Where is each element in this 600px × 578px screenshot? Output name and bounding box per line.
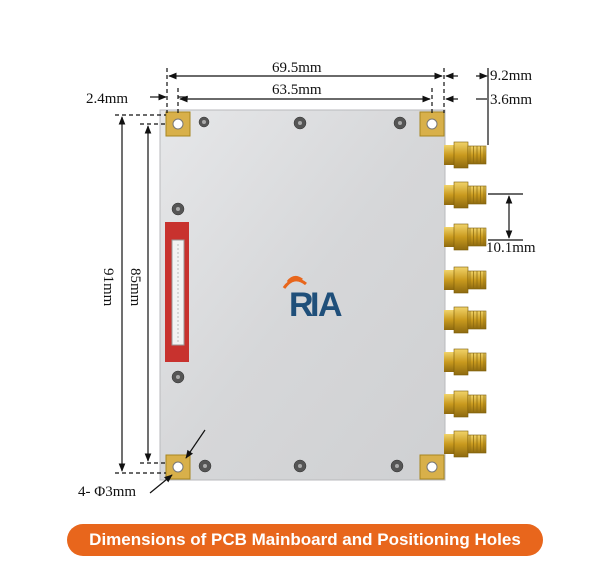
sma-connector <box>444 266 487 294</box>
dim-hole-diameter: 4- Φ3mm <box>78 484 136 500</box>
pcb-board <box>159 109 446 481</box>
dim-connector-offset: 3.6mm <box>490 92 532 108</box>
svg-text:I: I <box>310 286 319 324</box>
dim-connector-protrusion: 9.2mm <box>490 68 532 84</box>
dim-hole-spacing-width: 63.5mm <box>272 82 322 98</box>
sma-connector <box>444 306 487 334</box>
sma-connectors <box>444 141 487 458</box>
dim-hole-spacing-height: 85mm <box>127 268 143 307</box>
caption-banner: Dimensions of PCB Mainboard and Position… <box>67 524 543 556</box>
svg-text:A: A <box>318 286 343 324</box>
dimension-lines <box>115 68 523 494</box>
dim-connector-pitch: 10.1mm <box>486 240 536 256</box>
sma-connector <box>444 430 487 458</box>
sma-connector <box>444 181 487 209</box>
caption-text: Dimensions of PCB Mainboard and Position… <box>89 530 521 549</box>
dim-overall-width: 69.5mm <box>272 60 322 76</box>
fpc-connector <box>165 222 189 362</box>
sma-connector <box>444 141 487 169</box>
dim-left-offset: 2.4mm <box>86 91 128 107</box>
brand-logo: R I A <box>282 275 343 324</box>
positioning-hole-bottom-right <box>419 454 445 480</box>
sma-connector <box>444 223 487 251</box>
sma-connector <box>444 390 487 418</box>
sma-connector <box>444 348 487 376</box>
dim-overall-height: 91mm <box>100 268 116 307</box>
svg-text:R: R <box>289 286 313 324</box>
